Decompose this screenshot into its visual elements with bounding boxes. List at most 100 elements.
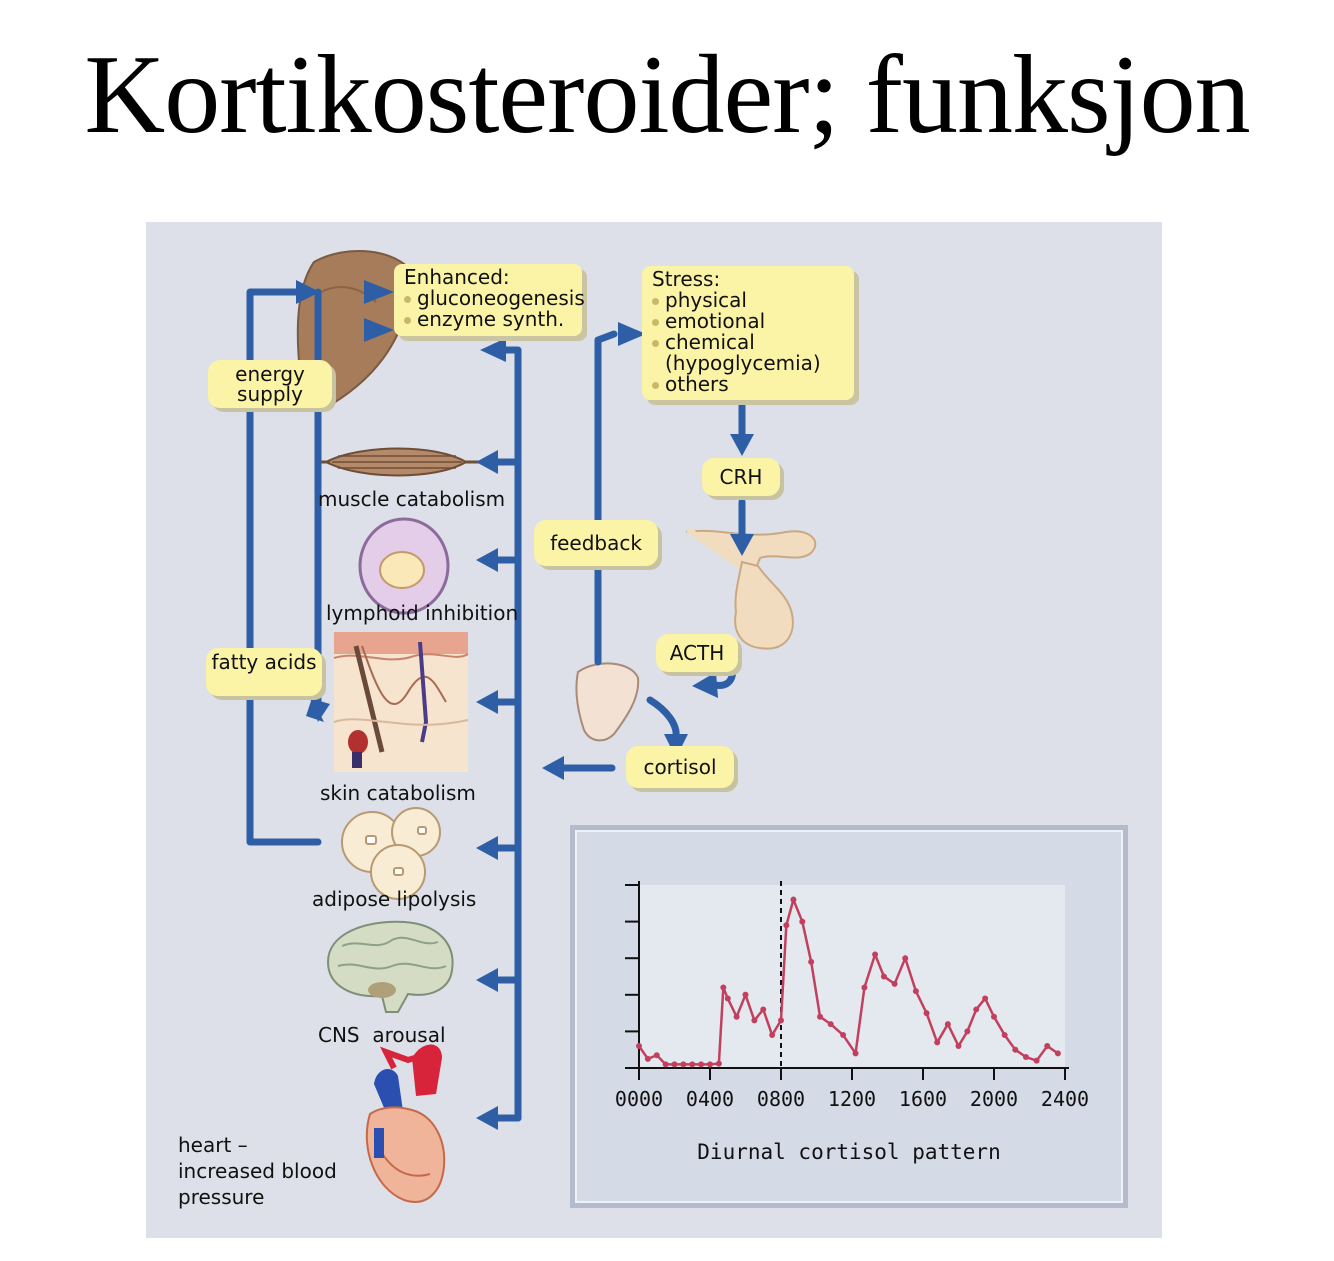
arrowhead-pituitary: [730, 534, 754, 556]
data-point-36: [964, 1028, 971, 1035]
data-point-28: [880, 973, 887, 980]
energy-supply-loop: [246, 288, 322, 846]
label-muscle-catabolism: muscle catabolism: [318, 487, 506, 511]
arrowhead-cns: [476, 968, 498, 992]
data-point-0: [636, 1043, 642, 1050]
liver-item-gluconeogenesis: gluconeogenesis: [417, 286, 585, 310]
series-line-0: [637, 895, 1059, 1066]
arrowhead-liver-2: [364, 280, 394, 304]
liver-item-enzyme-synth: enzyme synth.: [417, 307, 565, 331]
data-point-14: [751, 1017, 758, 1024]
data-point-21: [808, 958, 815, 965]
bullet-icon: [652, 319, 659, 326]
skin-illustration: [333, 632, 469, 772]
data-point-30: [902, 955, 909, 962]
arrowhead-lymphoid: [476, 548, 498, 572]
data-point-35: [955, 1043, 962, 1050]
stress-item-others: others: [665, 372, 729, 396]
data-point-1: [644, 1055, 651, 1062]
data-point-13: [742, 991, 749, 998]
label-lymphoid-inhibition: lymphoid inhibition: [326, 601, 519, 625]
data-point-24: [840, 1032, 847, 1039]
data-point-45: [1054, 1050, 1061, 1057]
stress-item-hypoglycemia: (hypoglycemia): [665, 351, 821, 375]
data-point-42: [1022, 1054, 1029, 1061]
data-point-37: [973, 1006, 980, 1013]
data-point-43: [1033, 1057, 1040, 1064]
data-point-26: [861, 984, 868, 991]
stress-box-heading: Stress:: [652, 267, 721, 291]
adrenal-curve: [646, 696, 680, 742]
liver-box-heading: Enhanced:: [404, 265, 510, 289]
data-point-25: [852, 1050, 859, 1057]
data-point-39: [991, 1013, 997, 1020]
data-point-2: [653, 1052, 660, 1059]
stress-box: Stress: physical emotional chemical (hyp…: [642, 266, 854, 400]
label-skin-catabolism: skin catabolism: [320, 781, 476, 805]
data-point-38: [982, 995, 989, 1002]
data-point-27: [872, 951, 879, 958]
data-point-4: [671, 1061, 678, 1068]
adipose-illustration: [341, 807, 441, 900]
arrowhead-crh: [730, 434, 754, 456]
arrowhead-cortisol-target: [542, 756, 564, 780]
crh-pill: CRH: [702, 458, 780, 496]
x-tick-label-3: 1200: [828, 1087, 876, 1111]
data-point-18: [783, 922, 790, 929]
x-tick-label-2: 0800: [757, 1087, 805, 1111]
data-point-34: [944, 1021, 951, 1028]
stress-item-emotional: emotional: [665, 309, 766, 333]
cortisol-pill: cortisol: [626, 746, 734, 788]
data-point-17: [778, 1017, 784, 1024]
data-point-44: [1044, 1043, 1051, 1050]
bullet-icon: [404, 317, 411, 324]
data-point-3: [662, 1061, 669, 1068]
label-heart: heart – increased blood pressure: [178, 1133, 337, 1209]
bullet-icon: [652, 382, 659, 389]
diagram-drawing: [246, 250, 817, 1203]
bullet-icon: [652, 340, 659, 347]
data-point-41: [1012, 1046, 1019, 1053]
plot-area: [639, 885, 1065, 1068]
arrowhead-liver-1: [296, 280, 320, 304]
x-tick-label-4: 1600: [899, 1087, 947, 1111]
pituitary-illustration: [685, 526, 817, 650]
data-point-5: [680, 1061, 687, 1068]
arrowhead-adrenal: [692, 672, 718, 698]
stress-item-physical: physical: [665, 288, 747, 312]
arrowhead-skin: [476, 690, 498, 714]
liver-effects-box: Enhanced: gluconeogenesis enzyme synth.: [394, 264, 585, 336]
data-point-33: [934, 1039, 941, 1046]
data-point-15: [760, 1006, 767, 1013]
arrowhead-muscle: [476, 450, 498, 474]
data-point-12: [733, 1013, 740, 1020]
data-point-16: [769, 1032, 776, 1039]
label-cns-arousal: CNS arousal: [318, 1023, 446, 1047]
data-point-8: [707, 1061, 713, 1068]
data-point-23: [827, 1021, 834, 1028]
fatty-acids-pill: fatty acids: [206, 648, 322, 696]
data-point-22: [817, 1013, 824, 1020]
x-tick-label-0: 0000: [615, 1087, 663, 1111]
bullet-icon: [404, 296, 411, 303]
arrowhead-heart: [476, 1106, 498, 1130]
bullet-icon: [652, 298, 659, 305]
data-point-11: [724, 995, 731, 1002]
data-point-7: [698, 1061, 705, 1068]
arrowhead-liver-3: [364, 318, 394, 342]
x-tick-label-5: 2000: [970, 1087, 1018, 1111]
adrenal-illustration: [575, 662, 640, 742]
acth-pill: ACTH: [656, 634, 738, 672]
data-point-31: [912, 988, 919, 995]
label-adipose-lipolysis: adipose lipolysis: [312, 887, 477, 911]
x-tick-label-6: 2400: [1041, 1087, 1089, 1111]
data-point-9: [715, 1060, 722, 1067]
energy-supply-pill: energy supply: [208, 360, 332, 408]
arrowhead-adipose: [476, 836, 498, 860]
data-point-20: [799, 918, 806, 925]
diurnal-chart: 0000 0400 0800 1200 1600 2000 2400: [615, 881, 1089, 1111]
data-point-10: [720, 984, 727, 991]
feedback-pill: feedback: [534, 520, 658, 566]
x-tick-label-1: 0400: [686, 1087, 734, 1111]
